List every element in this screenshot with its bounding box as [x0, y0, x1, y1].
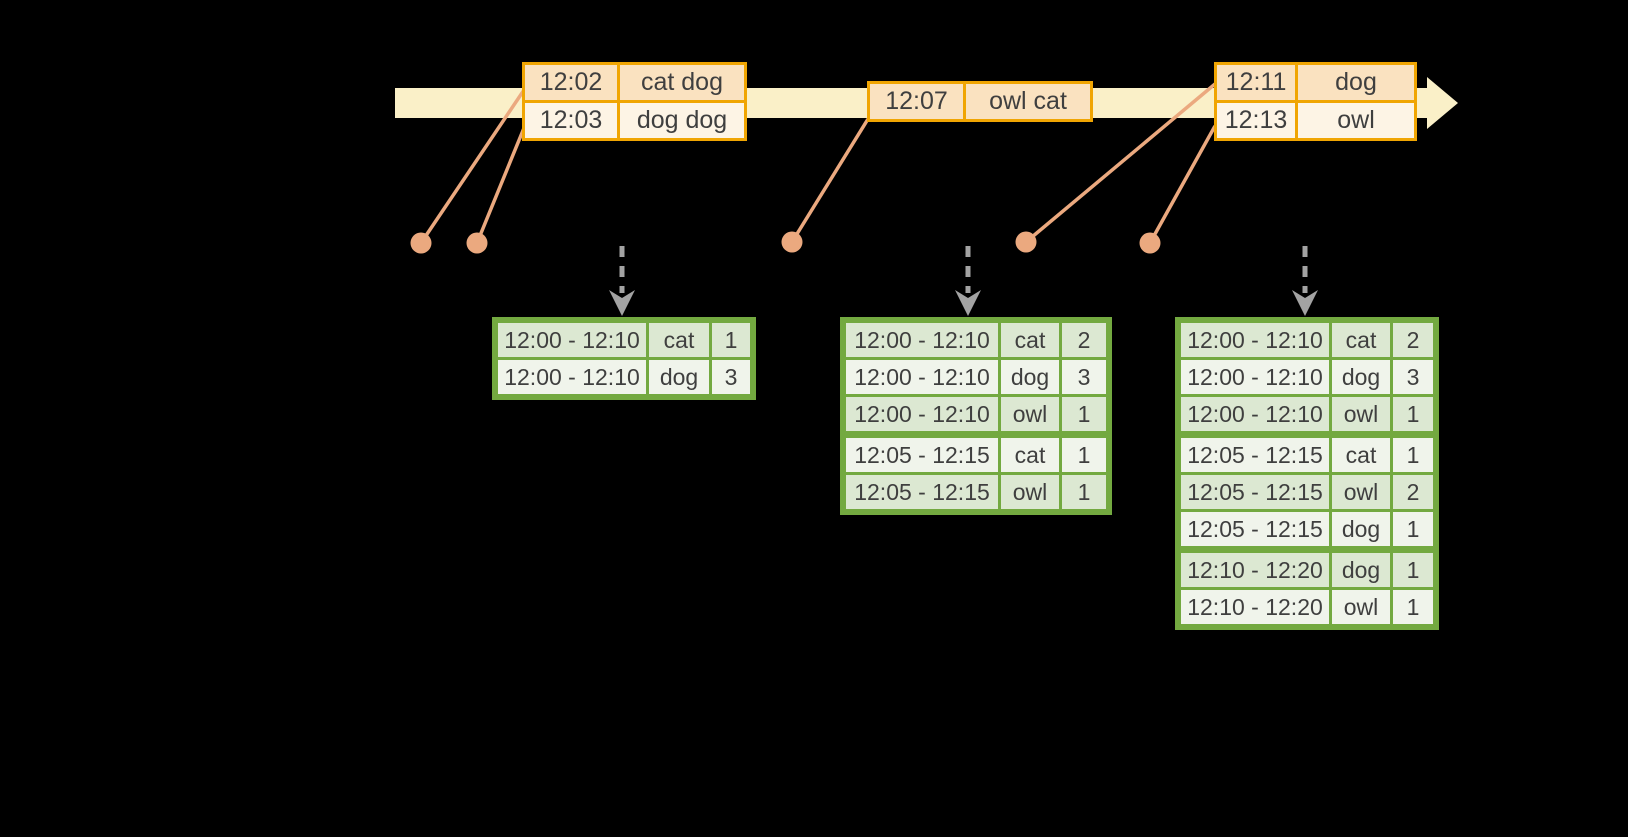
- trigger-arrowhead-icon: [1292, 290, 1318, 316]
- event-marker-dot: [781, 231, 803, 253]
- count-cell: 1: [1390, 546, 1438, 590]
- word-cell: cat: [998, 318, 1062, 360]
- result-row: 12:00 - 12:10 cat 1: [493, 318, 755, 360]
- count-cell: 1: [709, 318, 755, 360]
- word-cell: owl: [998, 394, 1062, 436]
- event-marker-dot: [1015, 231, 1037, 253]
- result-row: 12:00 - 12:10 owl 1: [1176, 394, 1438, 436]
- result-row: 12:05 - 12:15 dog 1: [1176, 509, 1438, 551]
- result-row: 12:00 - 12:10 cat 2: [1176, 318, 1438, 360]
- result-row: 12:00 - 12:10 dog 3: [841, 357, 1111, 397]
- count-cell: 1: [1059, 431, 1111, 475]
- result-row: 12:00 - 12:10 owl 1: [841, 394, 1111, 436]
- window-cell: 12:00 - 12:10: [493, 357, 649, 399]
- count-cell: 3: [1059, 357, 1111, 397]
- window-cell: 12:05 - 12:15: [841, 472, 1001, 514]
- word-cell: owl: [1329, 472, 1393, 512]
- count-cell: 1: [1390, 587, 1438, 629]
- event-words-cell: owl: [1295, 100, 1417, 141]
- event-time-cell: 12:03: [522, 100, 620, 141]
- event-row: 12:03 dog dog: [522, 100, 747, 141]
- event-row: 12:07 owl cat: [867, 81, 1093, 122]
- word-cell: owl: [1329, 394, 1393, 436]
- count-cell: 2: [1390, 318, 1438, 360]
- event-row: 12:02 cat dog: [522, 62, 747, 103]
- result-table-2: 12:00 - 12:10 cat 2 12:00 - 12:10 dog 3 …: [840, 317, 1112, 515]
- word-cell: owl: [998, 472, 1062, 514]
- window-cell: 12:00 - 12:10: [841, 394, 1001, 436]
- event-connector-line: [1148, 125, 1217, 244]
- event-time-cell: 12:07: [867, 81, 966, 122]
- result-row: 12:05 - 12:15 owl 1: [841, 472, 1111, 514]
- word-cell: cat: [1329, 318, 1393, 360]
- result-row: 12:10 - 12:20 dog 1: [1176, 546, 1438, 590]
- event-connector-line: [419, 89, 526, 244]
- event-row: 12:11 dog: [1214, 62, 1417, 103]
- event-marker-dot: [1139, 232, 1161, 254]
- result-table-3: 12:00 - 12:10 cat 2 12:00 - 12:10 dog 3 …: [1175, 317, 1439, 630]
- event-time-cell: 12:11: [1214, 62, 1298, 103]
- window-cell: 12:00 - 12:10: [1176, 357, 1332, 397]
- window-cell: 12:05 - 12:15: [1176, 509, 1332, 551]
- count-cell: 1: [1390, 394, 1438, 436]
- count-cell: 2: [1390, 472, 1438, 512]
- event-words-cell: dog: [1295, 62, 1417, 103]
- window-cell: 12:00 - 12:10: [841, 318, 1001, 360]
- window-cell: 12:10 - 12:20: [1176, 546, 1332, 590]
- timeline-arrowhead-icon: [1427, 77, 1458, 129]
- word-cell: dog: [1329, 509, 1393, 551]
- result-row: 12:00 - 12:10 dog 3: [493, 357, 755, 399]
- count-cell: 3: [709, 357, 755, 399]
- word-cell: dog: [1329, 357, 1393, 397]
- trigger-arrowhead-icon: [609, 290, 635, 316]
- event-time-cell: 12:02: [522, 62, 620, 103]
- result-row: 12:05 - 12:15 owl 2: [1176, 472, 1438, 512]
- count-cell: 1: [1059, 472, 1111, 514]
- event-connector-line: [1024, 82, 1217, 244]
- event-connector-line: [790, 118, 870, 243]
- window-cell: 12:10 - 12:20: [1176, 587, 1332, 629]
- word-cell: dog: [646, 357, 712, 399]
- window-cell: 12:00 - 12:10: [1176, 394, 1332, 436]
- count-cell: 2: [1059, 318, 1111, 360]
- window-cell: 12:05 - 12:15: [1176, 472, 1332, 512]
- word-cell: cat: [998, 431, 1062, 475]
- result-row: 12:00 - 12:10 dog 3: [1176, 357, 1438, 397]
- count-cell: 1: [1059, 394, 1111, 436]
- trigger-arrowhead-icon: [955, 290, 981, 316]
- event-table-2: 12:07 owl cat: [867, 81, 1093, 122]
- word-cell: cat: [1329, 431, 1393, 475]
- result-row: 12:05 - 12:15 cat 1: [841, 431, 1111, 475]
- trigger-arrows: [609, 246, 1318, 316]
- event-time-cell: 12:13: [1214, 100, 1298, 141]
- result-row: 12:10 - 12:20 owl 1: [1176, 587, 1438, 629]
- window-cell: 12:05 - 12:15: [1176, 431, 1332, 475]
- event-connector-line: [475, 127, 526, 244]
- count-cell: 1: [1390, 431, 1438, 475]
- word-cell: dog: [998, 357, 1062, 397]
- window-cell: 12:05 - 12:15: [841, 431, 1001, 475]
- count-cell: 3: [1390, 357, 1438, 397]
- event-words-cell: dog dog: [617, 100, 747, 141]
- window-cell: 12:00 - 12:10: [841, 357, 1001, 397]
- event-marker-dot: [410, 232, 432, 254]
- word-cell: cat: [646, 318, 712, 360]
- count-cell: 1: [1390, 509, 1438, 551]
- event-marker-dots: [410, 231, 1161, 254]
- word-cell: dog: [1329, 546, 1393, 590]
- event-words-cell: owl cat: [963, 81, 1093, 122]
- event-table-3: 12:11 dog 12:13 owl: [1214, 62, 1417, 141]
- result-row: 12:05 - 12:15 cat 1: [1176, 431, 1438, 475]
- result-row: 12:00 - 12:10 cat 2: [841, 318, 1111, 360]
- event-row: 12:13 owl: [1214, 100, 1417, 141]
- result-table-1: 12:00 - 12:10 cat 1 12:00 - 12:10 dog 3: [492, 317, 756, 400]
- word-cell: owl: [1329, 587, 1393, 629]
- event-marker-dot: [466, 232, 488, 254]
- window-cell: 12:00 - 12:10: [493, 318, 649, 360]
- event-words-cell: cat dog: [617, 62, 747, 103]
- event-connector-lines: [419, 82, 1217, 244]
- window-cell: 12:00 - 12:10: [1176, 318, 1332, 360]
- event-table-1: 12:02 cat dog 12:03 dog dog: [522, 62, 747, 141]
